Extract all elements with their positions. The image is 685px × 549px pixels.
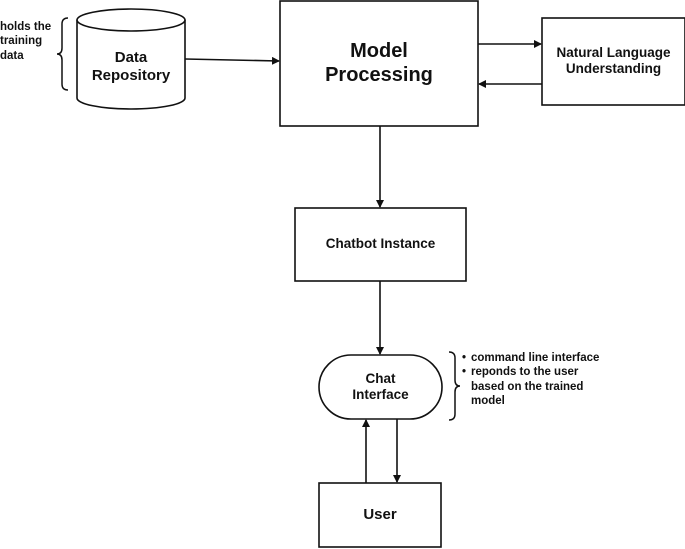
edge-repository-to-model <box>184 56 280 65</box>
repository-note-brace <box>56 17 69 91</box>
chatbot-instance-node <box>294 207 467 282</box>
interface-notes-brace <box>448 351 461 421</box>
repository-note: holds the training data <box>0 21 52 62</box>
interface-notes: command line interface reponds to the us… <box>462 351 604 409</box>
data-repository-node <box>76 8 186 110</box>
interface-note-command-line: command line interface <box>462 351 604 366</box>
interface-note-responds: reponds to the user based on the trained… <box>462 365 604 408</box>
chat-interface-node <box>318 354 443 420</box>
nlu-node <box>541 17 685 106</box>
model-processing-node <box>279 0 479 127</box>
user-node <box>318 482 442 548</box>
